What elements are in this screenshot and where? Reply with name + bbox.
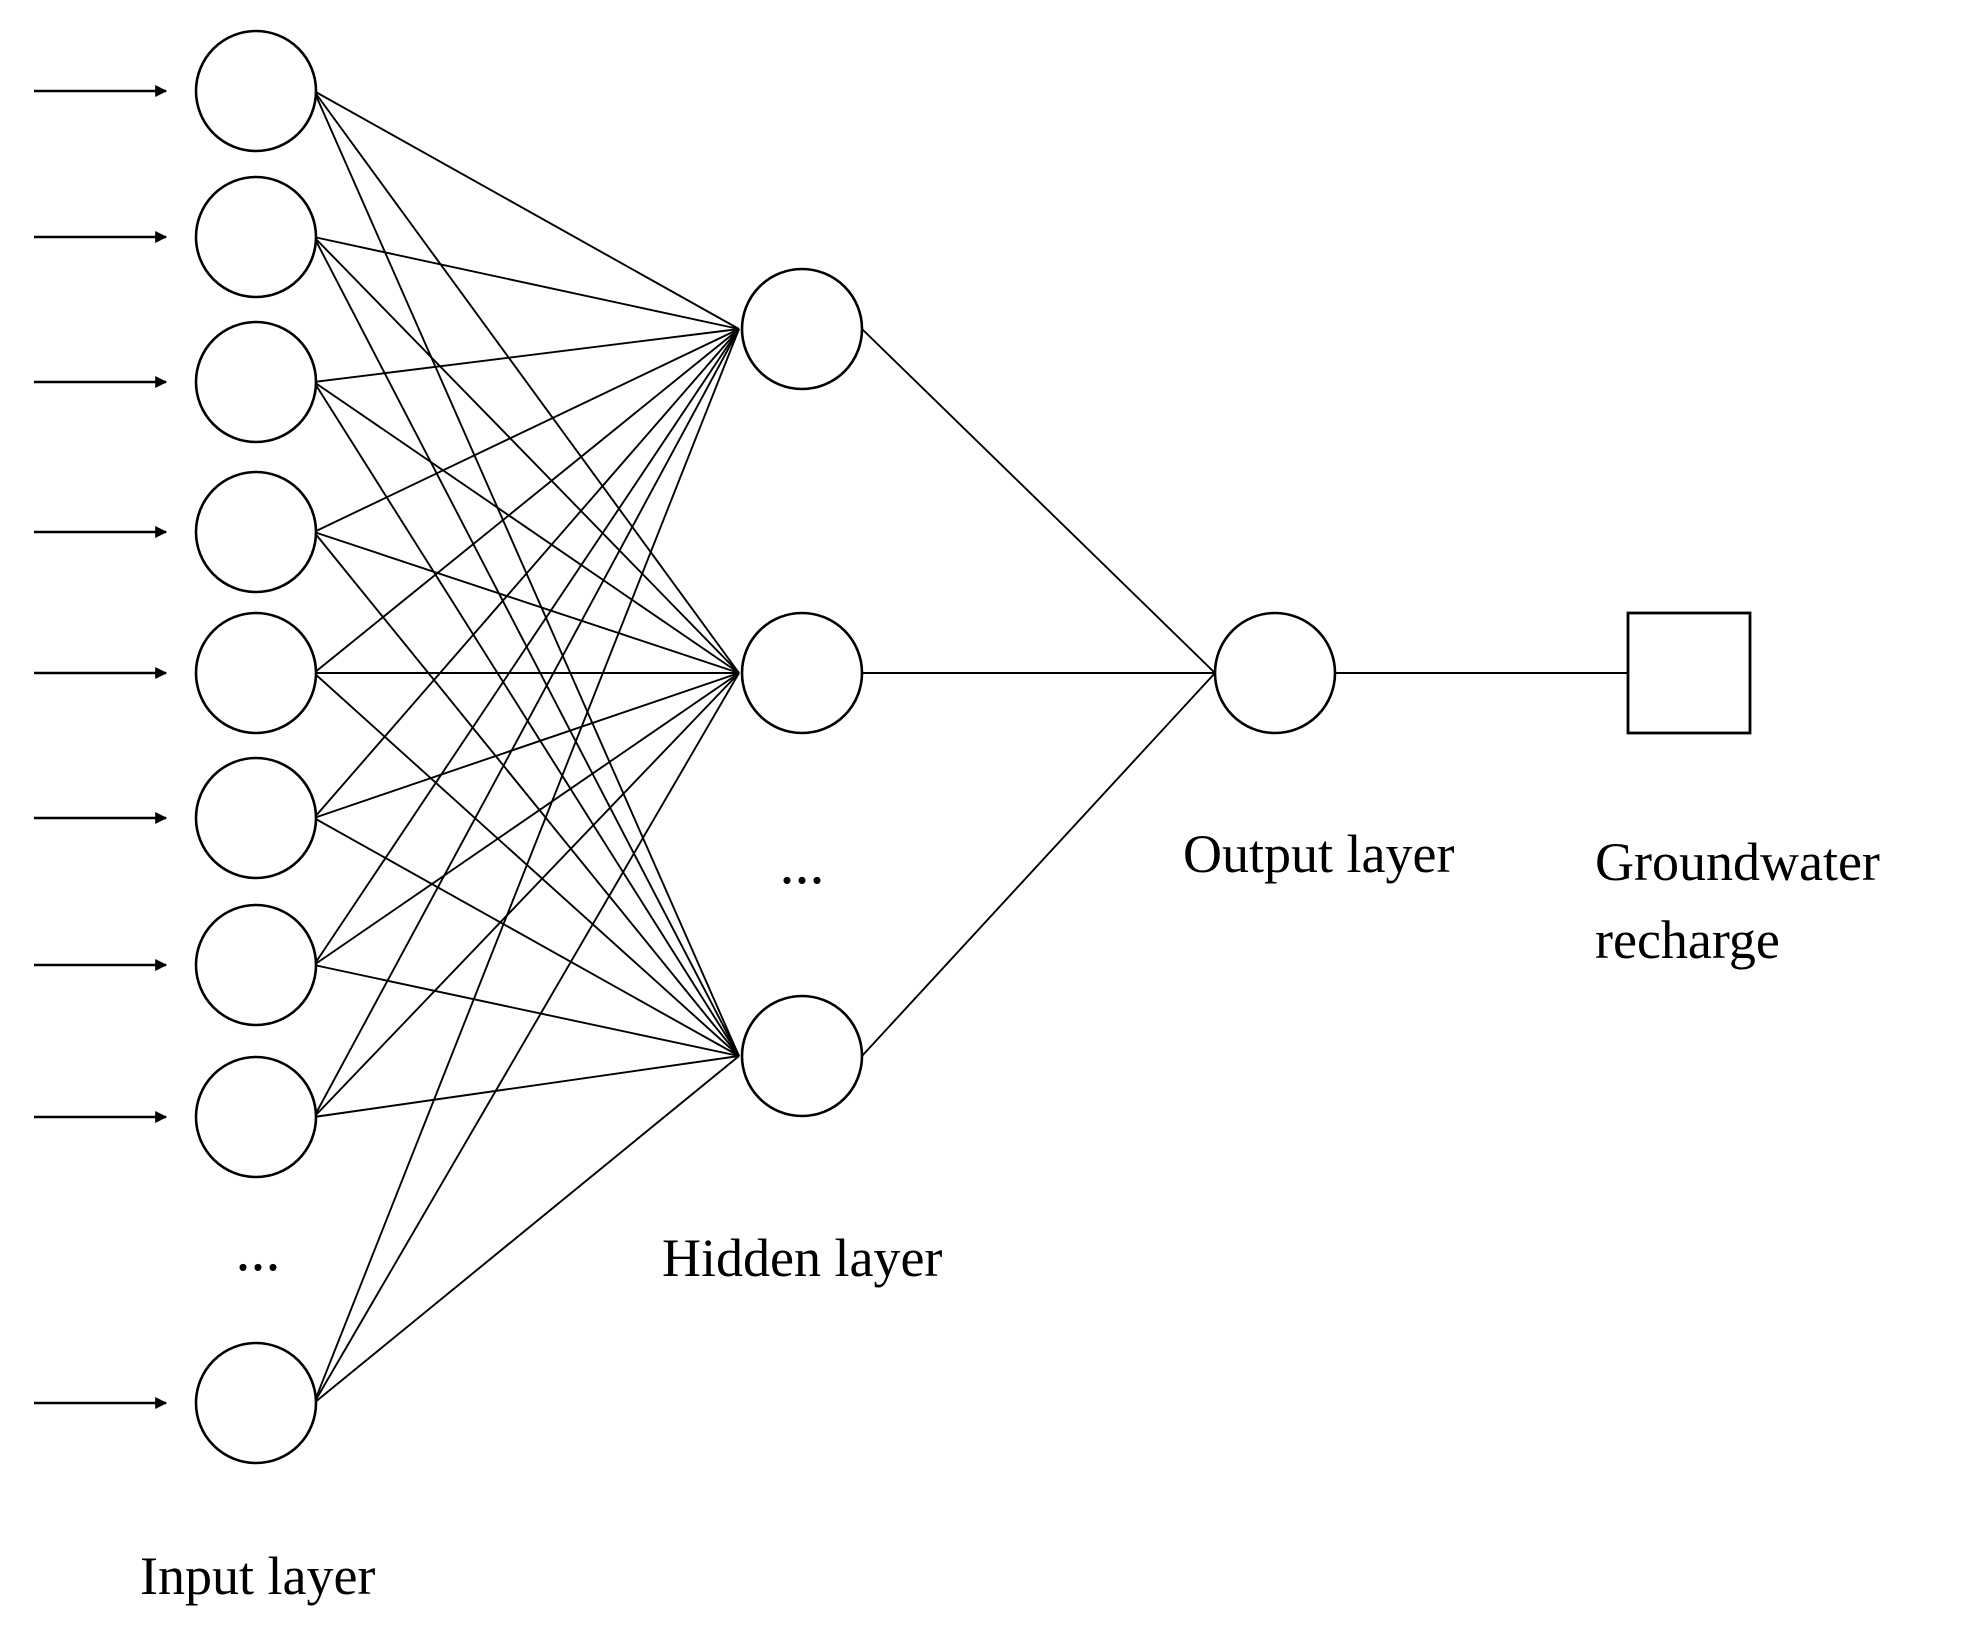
edge-input-6-hidden-2 bbox=[313, 672, 740, 819]
output-layer-nodes bbox=[1213, 611, 1337, 735]
edge-input-5-hidden-1 bbox=[313, 328, 740, 674]
output-node bbox=[1213, 611, 1337, 735]
edge-input-2-hidden-1 bbox=[313, 236, 740, 330]
hidden-node-3 bbox=[740, 994, 864, 1118]
input-node-1 bbox=[194, 29, 318, 153]
hidden-node-2 bbox=[740, 611, 864, 735]
edge-input-8-hidden-2 bbox=[313, 672, 740, 1118]
groundwater-label-line1: Groundwater bbox=[1595, 832, 1880, 892]
edge-input-3-hidden-3 bbox=[313, 381, 740, 1057]
edge-input-6-hidden-3 bbox=[313, 817, 740, 1057]
edge-input-4-hidden-1 bbox=[313, 328, 740, 533]
edge-input-3-hidden-2 bbox=[313, 381, 740, 674]
input-node-9 bbox=[194, 1341, 318, 1465]
edge-input-9-hidden-2 bbox=[313, 672, 740, 1404]
hidden-node-1 bbox=[740, 267, 864, 391]
edge-input-9-hidden-3 bbox=[313, 1055, 740, 1404]
input-layer-label: Input layer bbox=[140, 1546, 375, 1606]
edge-input-3-hidden-1 bbox=[313, 328, 740, 383]
hidden-layer-ellipsis: ... bbox=[780, 830, 825, 896]
edge-input-6-hidden-1 bbox=[313, 328, 740, 819]
input-node-6 bbox=[194, 756, 318, 880]
input-node-3 bbox=[194, 320, 318, 444]
input-to-hidden-connections bbox=[313, 90, 740, 1404]
edge-input-1-hidden-1 bbox=[313, 90, 740, 330]
input-layer-ellipsis: ... bbox=[236, 1217, 281, 1283]
hidden-to-output-connections bbox=[861, 328, 1216, 1057]
input-node-2 bbox=[194, 175, 318, 299]
groundwater-recharge-square bbox=[1626, 611, 1752, 735]
output-layer-label: Output layer bbox=[1183, 824, 1454, 884]
edge-input-2-hidden-2 bbox=[313, 236, 740, 674]
edge-input-4-hidden-3 bbox=[313, 531, 740, 1057]
hidden-layer-label: Hidden layer bbox=[662, 1228, 942, 1288]
input-layer-nodes bbox=[194, 29, 318, 1465]
input-node-5 bbox=[194, 611, 318, 735]
edge-input-7-hidden-2 bbox=[313, 672, 740, 966]
edge-input-4-hidden-2 bbox=[313, 531, 740, 674]
edge-input-7-hidden-1 bbox=[313, 328, 740, 966]
input-node-4 bbox=[194, 470, 318, 594]
input-arrows bbox=[34, 85, 168, 1409]
edge-hidden-1-output bbox=[861, 328, 1216, 674]
hidden-layer-nodes bbox=[740, 267, 864, 1118]
input-node-7 bbox=[194, 903, 318, 1027]
edge-input-8-hidden-3 bbox=[313, 1055, 740, 1118]
edge-input-7-hidden-3 bbox=[313, 964, 740, 1057]
groundwater-label-line2: recharge bbox=[1595, 910, 1780, 970]
edge-input-8-hidden-1 bbox=[313, 328, 740, 1118]
edge-input-9-hidden-1 bbox=[313, 328, 740, 1404]
edge-hidden-3-output bbox=[861, 672, 1216, 1057]
groundwater-recharge-box bbox=[1626, 611, 1752, 735]
edge-input-1-hidden-2 bbox=[313, 90, 740, 674]
input-node-8 bbox=[194, 1055, 318, 1179]
